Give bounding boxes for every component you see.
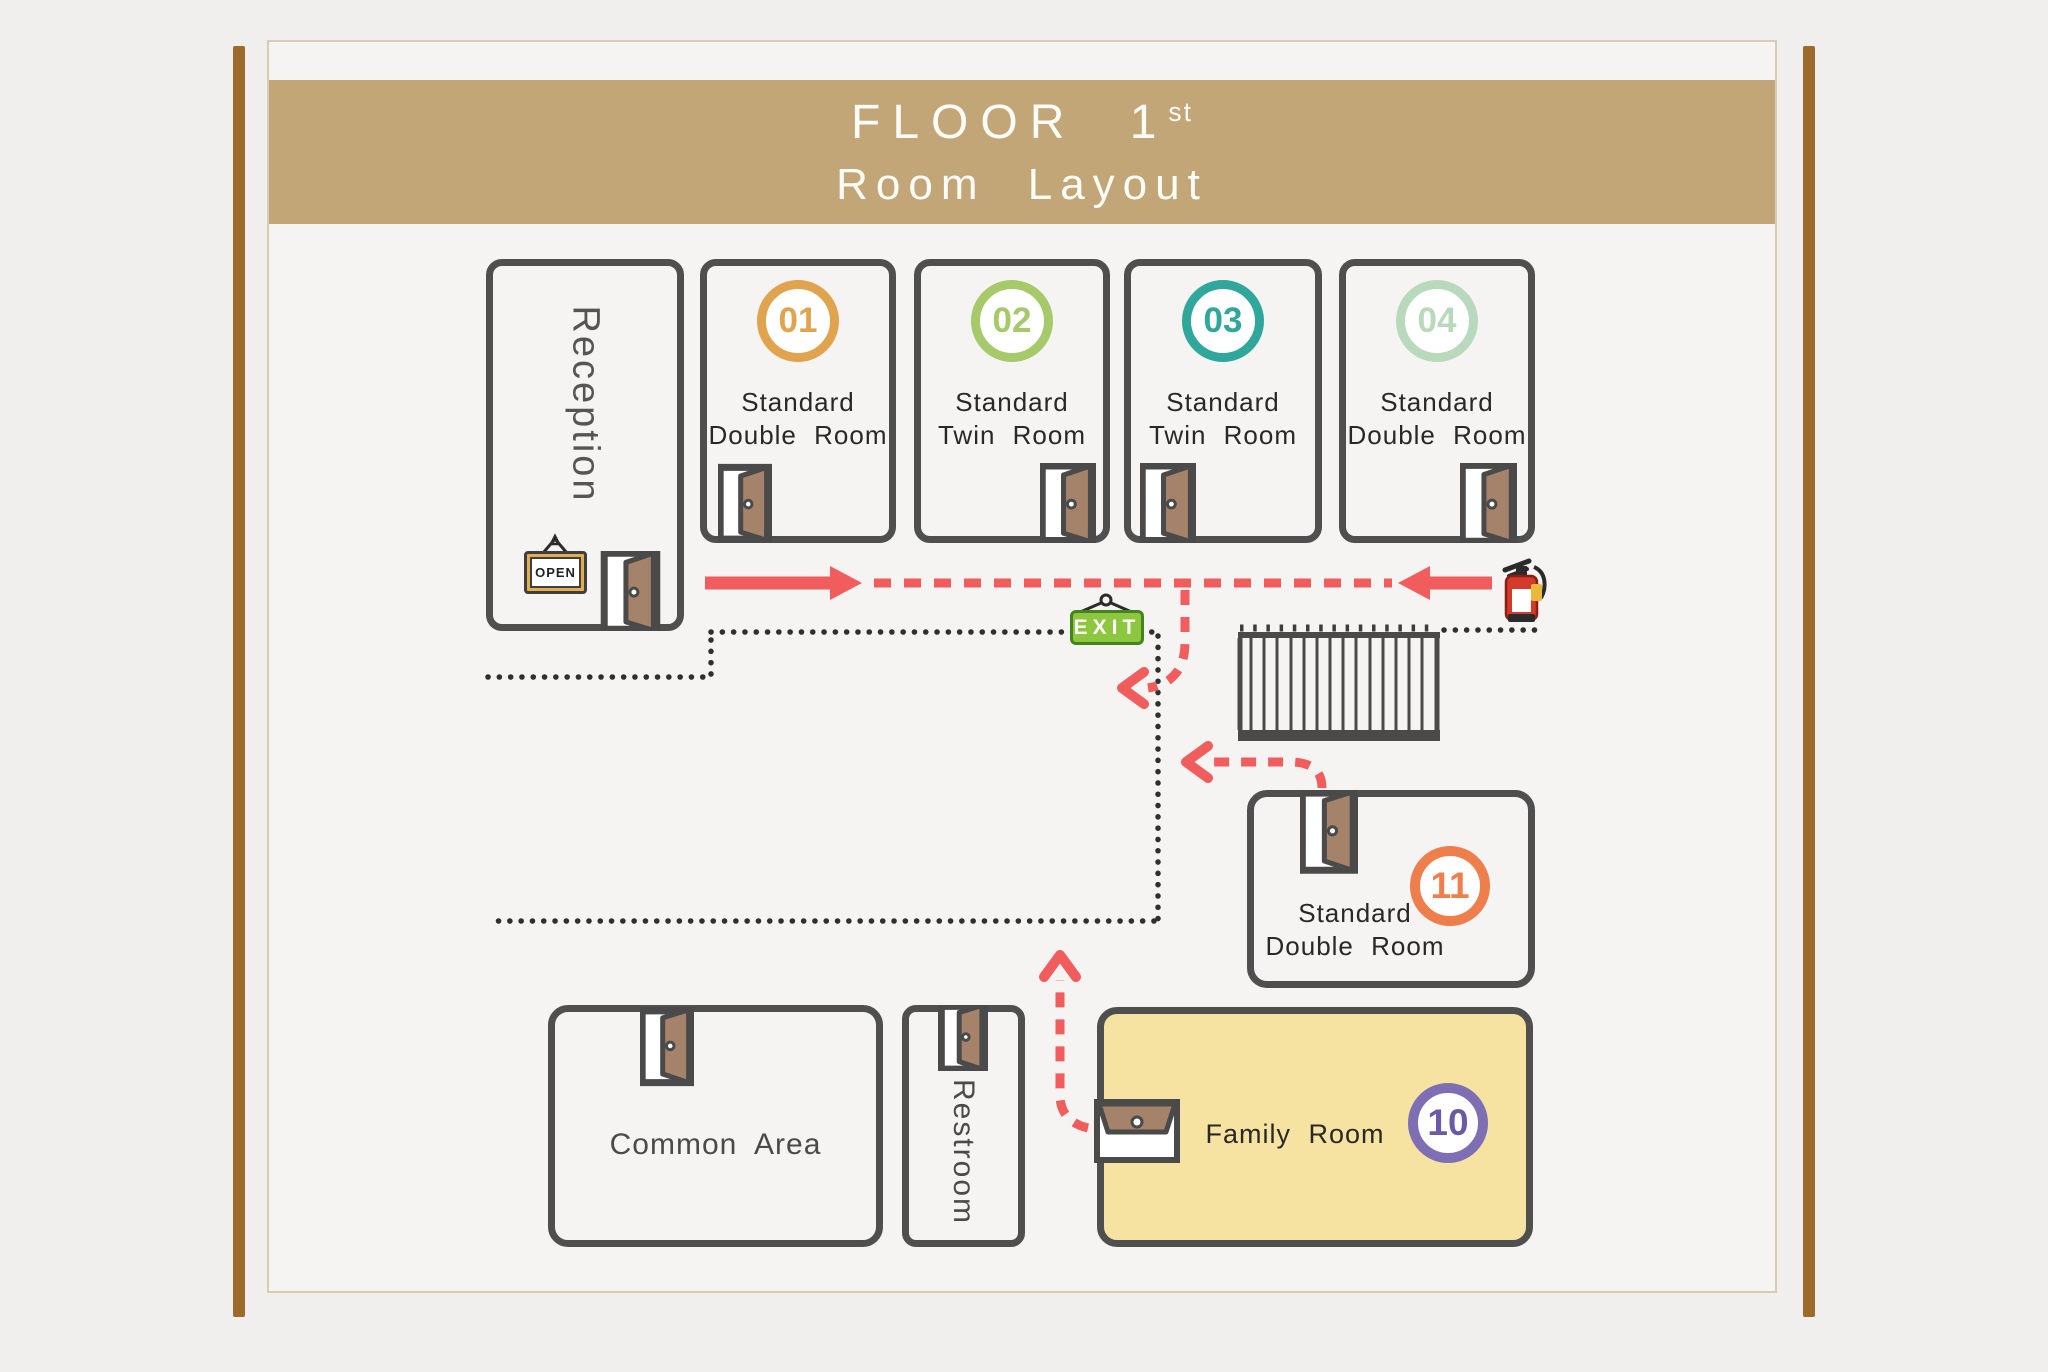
open-sign: OPEN — [524, 551, 587, 594]
right-frame-bar — [1803, 46, 1815, 1317]
floor-title: FLOOR 1st — [851, 95, 1193, 149]
restroom-label: Restroom — [947, 1078, 980, 1226]
room-10-number-badge: 10 — [1408, 1083, 1488, 1163]
common-area-label: Common Area — [609, 1128, 822, 1161]
room-01-number-badge: 01 — [757, 280, 839, 362]
floor-title-superscript: st — [1168, 96, 1193, 127]
room-11-number-badge: 11 — [1410, 846, 1490, 926]
reception-label: Reception — [564, 305, 607, 504]
open-sign-label: OPEN — [535, 565, 576, 580]
exit-sign-label: EXIT — [1073, 615, 1141, 639]
room-common-area — [548, 1005, 883, 1247]
room-04-number-badge: 04 — [1396, 280, 1478, 362]
exit-sign: EXIT — [1070, 610, 1144, 645]
room-03-number-badge: 03 — [1182, 280, 1264, 362]
room-02-number-badge: 02 — [971, 280, 1053, 362]
title-banner: FLOOR 1st Room Layout — [269, 80, 1775, 224]
room-10-label: Family Room — [1205, 1119, 1385, 1149]
left-frame-bar — [233, 46, 245, 1317]
floor-subtitle: Room Layout — [836, 159, 1208, 209]
